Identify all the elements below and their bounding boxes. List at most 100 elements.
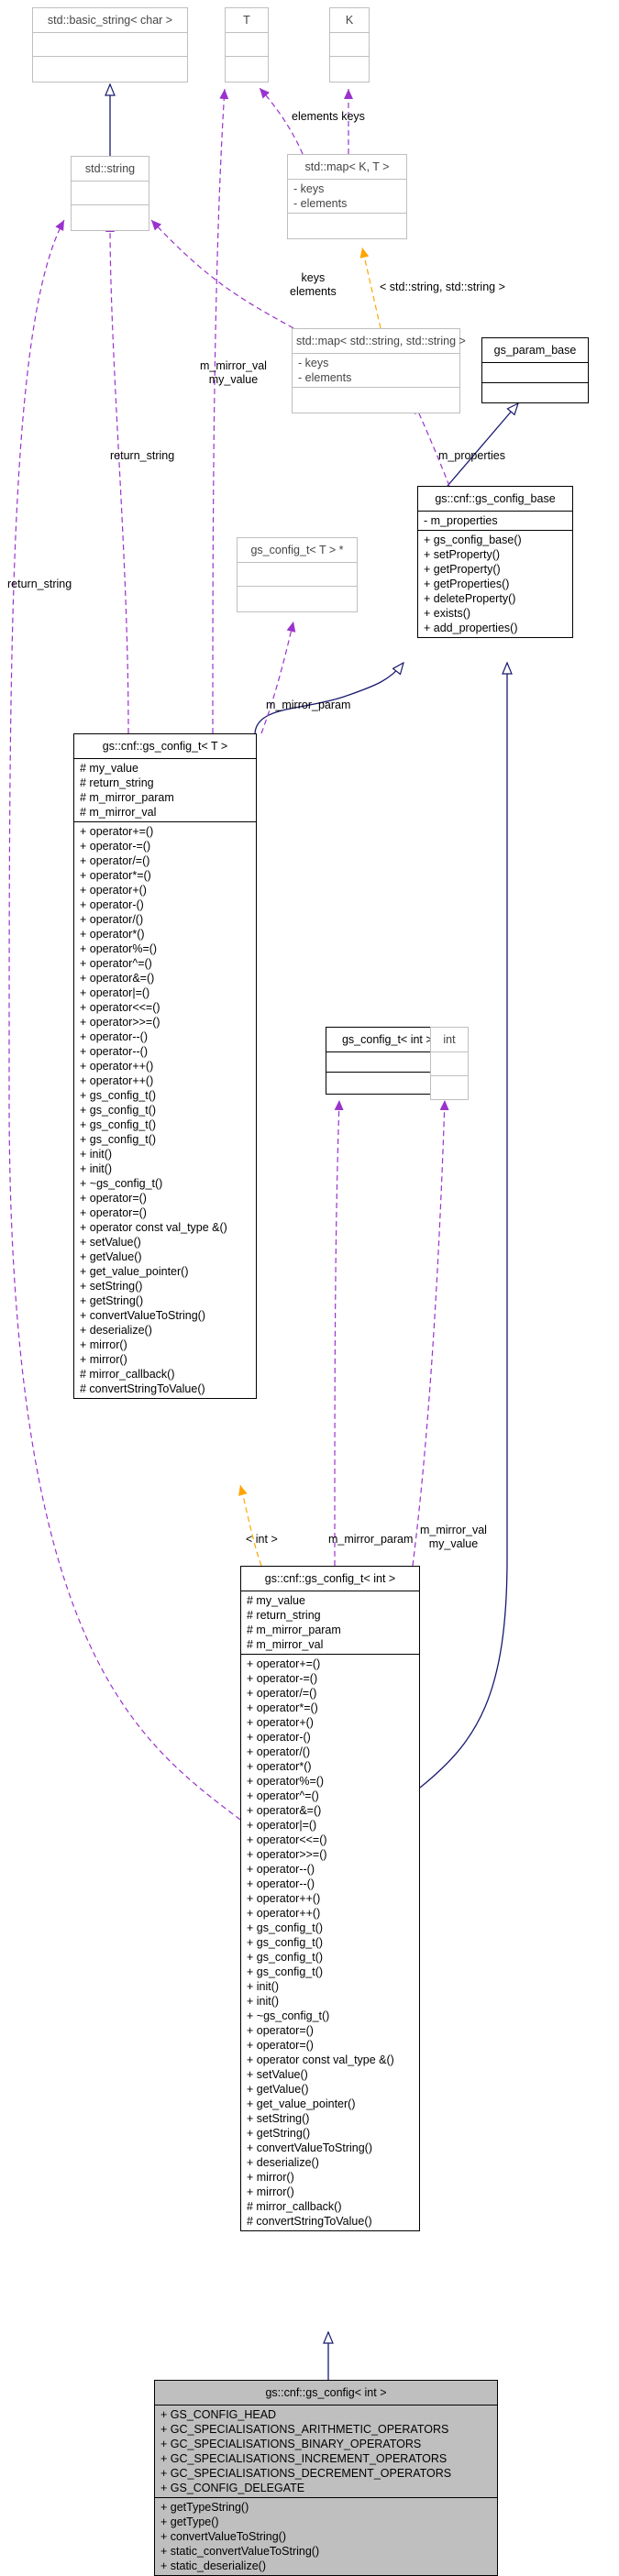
method-item: + init() [247, 1980, 280, 1993]
node-methods [72, 204, 149, 230]
method-item: + operator/=() [247, 1687, 317, 1700]
method-item: + operator*() [247, 1760, 312, 1773]
node-title: std::basic_string< char > [47, 14, 173, 27]
method-item: + operator^=() [247, 1789, 319, 1802]
method-item: + operator const val_type &() [80, 1221, 227, 1234]
method-item: + operator--() [247, 1863, 315, 1876]
method-item: + operator=() [80, 1192, 147, 1205]
method-item: + mirror() [80, 1338, 127, 1351]
method-item: + operator-() [247, 1731, 311, 1744]
edge-config-base-to-map-ss [414, 402, 450, 487]
node-int: int [430, 1027, 469, 1100]
attribute-item: + GC_SPECIALISATIONS_DECREMENT_OPERATORS [160, 2467, 452, 2480]
method-item: + operator<<=() [247, 1833, 327, 1846]
method-item: + gs_config_t() [80, 1133, 157, 1146]
method-item: # mirror_callback() [247, 2200, 342, 2213]
node-title: gs::cnf::gs_config_t< int > [264, 1572, 396, 1585]
method-item: + operator=() [247, 2024, 314, 2037]
attribute-item: # m_mirror_param [80, 791, 174, 804]
node-basic-string: std::basic_string< char > [32, 7, 188, 83]
method-item: + mirror() [247, 2171, 294, 2184]
node-title: gs::cnf::gs_config_base [435, 492, 556, 505]
attr-m-properties: - m_properties [424, 514, 498, 527]
method-item: + static_convertValueToString() [160, 2545, 320, 2558]
method-item: + operator*() [80, 928, 145, 941]
attr-keys: - keys [298, 357, 329, 369]
method-item: + convertValueToString() [80, 1309, 205, 1322]
method-item: + operator--() [80, 1045, 148, 1058]
method-item: + operator/() [80, 913, 144, 926]
method-item: + gs_config_t() [247, 1965, 324, 1978]
method-item: + deleteProperty() [424, 592, 516, 605]
edge-label-map-template: < std::string, std::string > [380, 281, 505, 293]
node-std-string: std::string [71, 156, 149, 231]
node-attributes [226, 32, 268, 56]
node-title: int [443, 1033, 456, 1046]
node-attributes [326, 1051, 456, 1072]
node-K: K [329, 7, 370, 83]
node-gs-config-int: gs::cnf::gs_config< int > + GS_CONFIG_HE… [154, 2380, 498, 2576]
attribute-item: + GS_CONFIG_HEAD [160, 2408, 277, 2421]
node-methods [33, 56, 187, 82]
method-item: + deserialize() [80, 1324, 152, 1337]
method-item: + gs_config_base() [424, 534, 522, 546]
method-item: + operator-() [80, 898, 144, 911]
node-methods: + operator+=()+ operator-=()+ operator/=… [74, 821, 256, 1398]
method-item: + operator const val_type &() [247, 2053, 394, 2066]
node-attributes [431, 1051, 468, 1075]
method-item: + getString() [80, 1294, 144, 1307]
method-item: + getProperties() [424, 578, 510, 590]
attribute-item: # my_value [80, 762, 138, 775]
edge-label-keys-elements: keys elements [290, 271, 337, 298]
method-item: + setValue() [80, 1236, 141, 1249]
method-item: + operator+=() [80, 825, 154, 838]
edge-map-ss-to-map-kt [359, 247, 381, 329]
node-methods: + gs_config_base()+ setProperty()+ getPr… [418, 530, 572, 637]
node-methods [238, 586, 357, 611]
node-methods [226, 56, 268, 82]
method-item: + operator*=() [247, 1701, 318, 1714]
attribute-item: + GC_SPECIALISATIONS_ARITHMETIC_OPERATOR… [160, 2423, 449, 2436]
node-attributes [482, 362, 588, 382]
edge-label-m-mirror-param: m_mirror_param [266, 699, 351, 711]
method-item: + get_value_pointer() [247, 2097, 356, 2110]
method-item: + getType() [160, 2515, 219, 2528]
edge-map-kt-to-T [259, 87, 304, 155]
node-title: T [243, 14, 250, 27]
attribute-item: + GC_SPECIALISATIONS_BINARY_OPERATORS [160, 2438, 422, 2450]
node-gs-config-t-int: gs::cnf::gs_config_t< int > # my_value# … [240, 1566, 420, 2231]
attribute-item: + GC_SPECIALISATIONS_INCREMENT_OPERATORS [160, 2452, 448, 2465]
method-item: + operator&=() [247, 1804, 322, 1817]
attribute-item: # return_string [80, 776, 154, 789]
method-item: + operator++() [247, 1892, 321, 1905]
method-item: # mirror_callback() [80, 1368, 175, 1381]
method-item: + convertValueToString() [160, 2530, 286, 2543]
node-config-t-ptr: gs_config_t< T > * [237, 537, 358, 612]
attribute-item: + GS_CONFIG_DELEGATE [160, 2482, 305, 2494]
method-item: + operator|=() [247, 1819, 317, 1832]
method-item: + operator|=() [80, 986, 150, 999]
method-item: + operator+=() [247, 1657, 321, 1670]
node-attributes [33, 32, 187, 56]
edge-label-mirror-val-int: m_mirror_val my_value [420, 1524, 487, 1550]
edge-map-ss-to-string [150, 219, 294, 329]
node-attributes: # my_value# return_string # m_mirror_para… [74, 758, 256, 821]
method-item: + deserialize() [247, 2156, 319, 2169]
node-attributes: - m_properties [418, 511, 572, 530]
node-gs-config-t: gs::cnf::gs_config_t< T > # my_value# re… [73, 733, 257, 1399]
method-item: + gs_config_t() [80, 1089, 157, 1102]
method-item: + operator++() [247, 1907, 321, 1920]
edges-layer [8, 0, 619, 2380]
collaboration-diagram: elements keys keys elements < std::strin… [7, 0, 619, 2576]
method-item: + operator&=() [80, 972, 155, 985]
method-item: + operator=() [247, 2039, 314, 2052]
node-attributes [238, 562, 357, 586]
attribute-item: # m_mirror_param [247, 1624, 341, 1636]
method-item: + operator>>=() [80, 1016, 160, 1029]
edge-config-base-to-param-base [447, 403, 518, 487]
node-title: K [345, 14, 354, 27]
method-item: + operator++() [80, 1060, 154, 1073]
node-attributes [72, 181, 149, 204]
edge-label-int-template: < int > [246, 1533, 278, 1546]
node-methods [293, 387, 459, 413]
